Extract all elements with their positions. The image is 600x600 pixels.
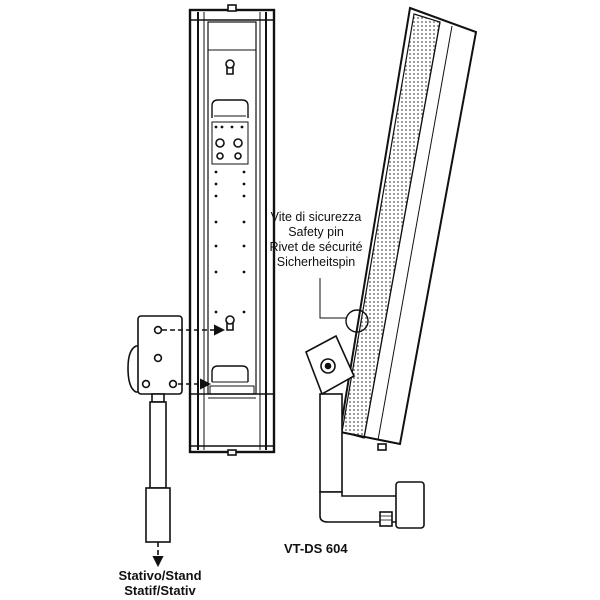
stand-label: Stativo/Stand Statif/Stativ	[118, 568, 201, 598]
safety-pin-label-en: Safety pin	[288, 225, 344, 239]
safety-pin-label-it: Vite di sicurezza	[271, 210, 362, 224]
safety-pin-label-de: Sicherheitspin	[277, 255, 356, 269]
safety-pin-leader	[319, 278, 346, 319]
stand-bracket	[127, 315, 183, 543]
stand-bracket-side	[305, 334, 425, 529]
safety-pin-label: Vite di sicurezza Safety pin Rivet de sé…	[269, 210, 362, 269]
safety-pin-label-fr: Rivet de sécurité	[269, 240, 362, 254]
stand-label-line1: Stativo/Stand	[118, 568, 201, 583]
speaker-side-view	[338, 6, 478, 451]
stand-label-line2: Statif/Stativ	[124, 583, 196, 598]
model-label: VT-DS 604	[284, 541, 348, 556]
speaker-rear-view	[188, 4, 276, 456]
mount-arrows	[152, 324, 226, 568]
